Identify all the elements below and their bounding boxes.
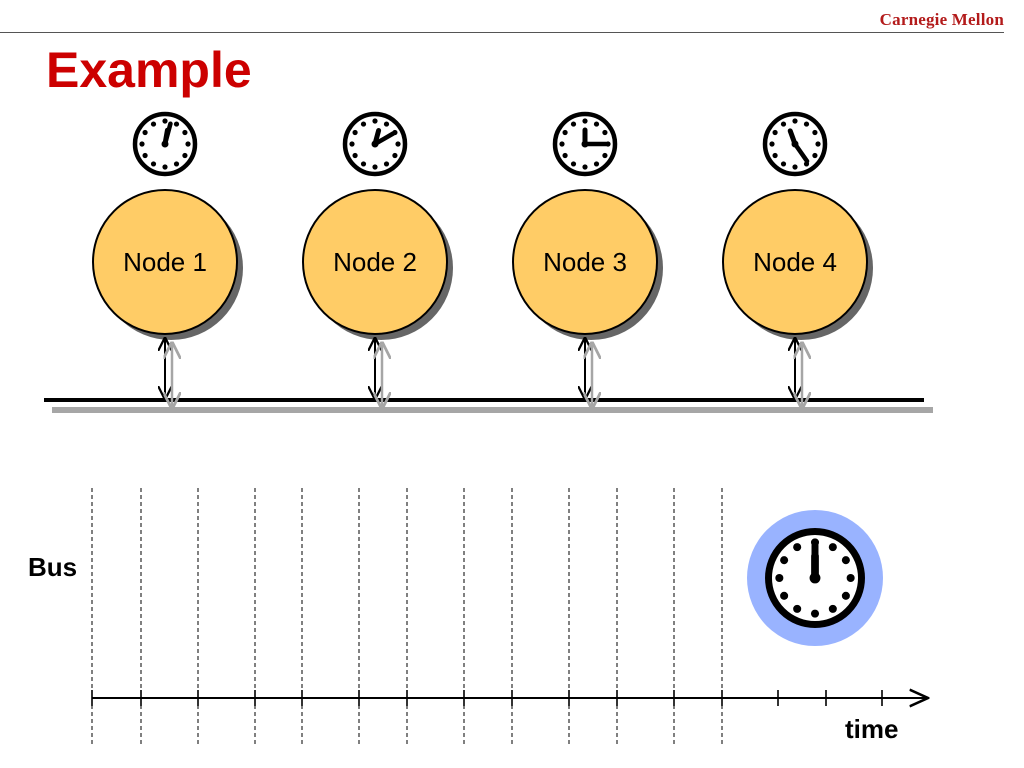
clock-hub	[581, 140, 589, 148]
clock-icon	[762, 111, 828, 177]
clock-dot	[780, 121, 787, 127]
node-group	[92, 111, 243, 406]
clock-dot	[841, 591, 850, 600]
slide-title: Example	[46, 42, 252, 98]
clock-hub	[371, 140, 379, 148]
clock-dot	[173, 121, 180, 127]
clock-dot	[780, 591, 789, 600]
clock-dot	[360, 161, 367, 167]
time-axis-label: time	[845, 714, 898, 744]
clock-dot	[793, 604, 802, 613]
node-label: Node 3	[543, 247, 627, 277]
clock-dot	[559, 141, 565, 147]
clock-dot	[812, 152, 818, 159]
clock-dot	[841, 556, 850, 565]
clock-dot	[780, 161, 787, 167]
clock-dot	[815, 141, 821, 147]
clock-dot	[185, 141, 191, 147]
clock-dot	[352, 129, 358, 136]
node-group	[302, 111, 453, 406]
bus-row-label: Bus	[28, 552, 77, 582]
header-divider	[0, 32, 1004, 33]
clock-dot	[602, 152, 608, 159]
clock-dot	[582, 164, 588, 170]
clock-dot	[372, 118, 378, 124]
clock-dot	[360, 121, 367, 127]
clock-dot	[182, 129, 188, 136]
node-group	[722, 111, 873, 406]
clock-dot	[162, 164, 168, 170]
clock-dot	[793, 543, 802, 552]
clock-dot	[792, 118, 798, 124]
clock-dot	[810, 609, 820, 618]
clock-dot	[349, 141, 355, 147]
clock-dot	[602, 129, 608, 136]
node-label: Node 1	[123, 247, 207, 277]
node-circle	[512, 189, 658, 335]
clock-dot	[562, 152, 568, 159]
clock-hub	[791, 140, 799, 148]
clock-icon	[342, 111, 408, 177]
clock-dot	[173, 161, 180, 167]
clock-dot	[142, 129, 148, 136]
clock-dot	[182, 152, 188, 159]
clock-dot	[812, 129, 818, 136]
node-group	[512, 111, 663, 406]
clock-dot	[769, 141, 775, 147]
clock-dot	[150, 161, 157, 167]
clock-minute-hand	[792, 141, 810, 164]
clock-dot	[395, 141, 401, 147]
node-circle	[302, 189, 448, 335]
node-circle	[722, 189, 868, 335]
clock-dot	[803, 121, 810, 127]
clock-dot	[828, 543, 837, 552]
clock-hub	[161, 140, 169, 148]
clock-dot	[775, 573, 784, 583]
timeline-dashed-lines	[91, 488, 723, 745]
clock-dot	[372, 164, 378, 170]
clock-dot	[570, 161, 577, 167]
clock-icon	[552, 111, 618, 177]
clock-dot	[772, 129, 778, 136]
clock-dot	[846, 573, 855, 583]
clock-dot	[150, 121, 157, 127]
clock-dot	[593, 161, 600, 167]
brand-wordmark: Carnegie Mellon	[879, 10, 1004, 29]
time-axis-ticks	[91, 690, 883, 706]
node-label: Node 2	[333, 247, 417, 277]
clock-hub	[809, 572, 821, 584]
clock-dot	[780, 556, 789, 565]
clock-dot	[392, 152, 398, 159]
clock-icon	[765, 528, 865, 628]
clock-dot	[570, 121, 577, 127]
clock-dot	[142, 152, 148, 159]
clock-dot	[792, 164, 798, 170]
clock-dot	[828, 604, 837, 613]
clock-dot	[582, 118, 588, 124]
clock-dot	[139, 141, 145, 147]
node-circle	[92, 189, 238, 335]
clock-dot	[383, 161, 390, 167]
clock-dot	[162, 118, 168, 124]
clock-dot	[593, 121, 600, 127]
clock-dot	[352, 152, 358, 159]
node-label: Node 4	[753, 247, 837, 277]
clock-icon	[132, 111, 198, 177]
clock-dot	[562, 129, 568, 136]
clock-dot	[772, 152, 778, 159]
clock-dot	[383, 121, 390, 127]
